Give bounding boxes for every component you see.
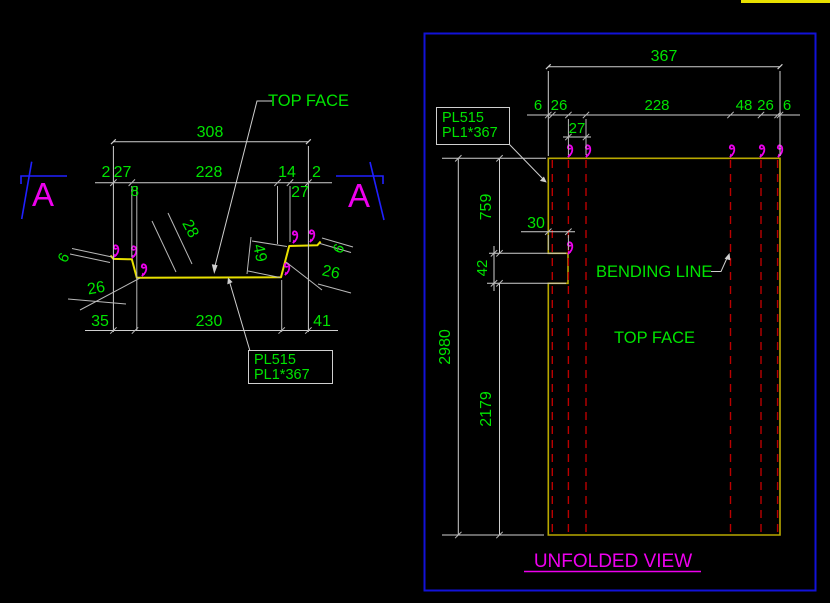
- dim-height-2980: 2980: [437, 329, 454, 365]
- plate-spec-line2-unfolded: PL1*367: [442, 125, 498, 141]
- dim-row-2b: 2: [312, 164, 321, 181]
- bending-line-label: BENDING LINE: [596, 263, 712, 281]
- dim-row-2a: 2: [102, 164, 111, 181]
- top-face-label: TOP FACE: [268, 92, 349, 110]
- dim-right-edge-6: 6: [330, 241, 349, 256]
- dim-left-diag-26: 26: [86, 279, 107, 299]
- dim-row-27: 27: [114, 164, 132, 181]
- dim-seg-48: 48: [736, 97, 753, 114]
- plate-spec-line1-unfolded: PL515: [442, 110, 484, 126]
- dim-height-2179: 2179: [478, 391, 495, 427]
- dim-seg-26b: 26: [757, 97, 774, 114]
- dim-bottom-35: 35: [91, 313, 109, 330]
- dim-bottom-230: 230: [196, 313, 223, 330]
- dim-web-8: 8: [131, 183, 139, 200]
- dim-seg-27: 27: [569, 120, 586, 137]
- bend-symbols-unfolded: [566, 144, 784, 255]
- plate-profile[interactable]: [109, 240, 322, 279]
- unfolded-view-title: UNFOLDED VIEW: [534, 551, 692, 572]
- dim-seg-26a: 26: [551, 97, 568, 114]
- viewport-border[interactable]: [423, 32, 817, 592]
- dim-height-759: 759: [478, 194, 495, 221]
- dim-right-flange-27: 27: [291, 184, 309, 201]
- top-face-label-unfolded: TOP FACE: [614, 329, 695, 347]
- view-title: UNFOLDED VIEW: [524, 551, 701, 573]
- plate-spec-line2: PL1*367: [254, 367, 310, 383]
- dim-notch-42: 42: [474, 260, 491, 277]
- dim-bottom-41: 41: [313, 313, 331, 330]
- section-view[interactable]: A A: [20, 92, 385, 384]
- unfolded-dimension-lines: [442, 63, 800, 539]
- plate-spec-callout[interactable]: PL515 PL1*367: [227, 277, 333, 384]
- dim-seg-6b: 6: [783, 97, 791, 114]
- section-dimension-lines: [67, 138, 354, 335]
- section-letter-left: A: [32, 176, 54, 213]
- dim-left-slope-28: 28: [178, 217, 201, 241]
- plate-spec-callout-unfolded[interactable]: PL515 PL1*367: [436, 107, 547, 183]
- dim-seg-228: 228: [644, 97, 669, 114]
- dim-overall-308: 308: [197, 124, 224, 141]
- dim-notch-30: 30: [527, 215, 545, 232]
- unfolded-view[interactable]: 367 6 26 228 48 26 6 27 30 759 42 2980 2…: [423, 32, 817, 592]
- section-letter-right: A: [348, 177, 370, 214]
- dim-right-diag-26: 26: [320, 262, 341, 282]
- dim-right-slope-49: 49: [249, 243, 269, 264]
- section-cut-marker-right[interactable]: A: [336, 161, 385, 221]
- bending-lines[interactable]: [551, 160, 779, 533]
- section-cut-marker-left[interactable]: A: [20, 161, 67, 220]
- dim-row-14: 14: [278, 164, 296, 181]
- dim-width-367: 367: [651, 48, 678, 65]
- plate-spec-line1: PL515: [254, 352, 296, 368]
- top-face-callout[interactable]: TOP FACE: [211, 92, 349, 274]
- dim-left-edge-6: 6: [55, 250, 74, 265]
- dim-row-228: 228: [196, 164, 223, 181]
- bending-line-callout[interactable]: BENDING LINE: [596, 253, 731, 281]
- dim-seg-6a: 6: [534, 97, 542, 114]
